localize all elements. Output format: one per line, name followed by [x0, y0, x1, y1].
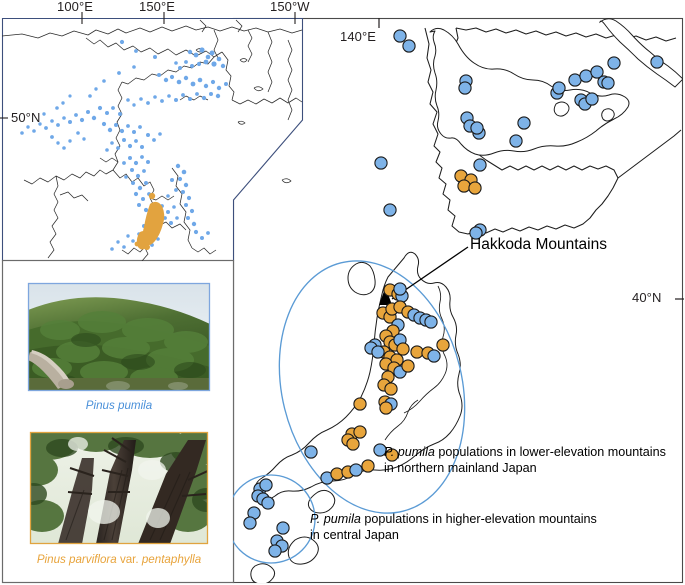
- fallen-log: [28, 350, 74, 389]
- legend-northern-line1: populations in lower-elevation mountains: [434, 445, 666, 459]
- parviflora-genus-species: Pinus parviflora: [36, 553, 117, 566]
- marker-parviflora: [361, 459, 375, 473]
- marker-pumila: [470, 121, 484, 135]
- marker-pumila: [259, 478, 273, 492]
- pinus-pumila-photo: [27, 282, 211, 392]
- marker-pumila: [607, 56, 621, 70]
- marker-pumila: [371, 345, 385, 359]
- marker-pumila: [458, 81, 472, 95]
- inset-axis-ticks: [0, 12, 296, 119]
- legend-central-japan: P. pumila populations in higher-elevatio…: [310, 512, 597, 543]
- marker-parviflora: [346, 437, 360, 451]
- branches: [67, 437, 208, 497]
- marker-pumila: [268, 544, 282, 558]
- marker-pumila: [349, 463, 363, 477]
- marker-pumila: [601, 76, 615, 90]
- parviflora-caption: Pinus parviflora var. pentaphylla: [18, 553, 220, 566]
- pinus-parviflora-photo: [29, 431, 209, 545]
- marker-pumila: [517, 116, 531, 130]
- marker-pumila: [304, 445, 318, 459]
- legend-central-species: P. pumila: [310, 512, 361, 526]
- marker-pumila: [261, 496, 275, 510]
- marker-pumila: [585, 92, 599, 106]
- pacific-coast-detail: [384, 285, 448, 441]
- main-axis-ticks: [378, 18, 684, 300]
- inset-ytick-50N: 50°N: [11, 110, 41, 125]
- marker-parviflora: [385, 448, 399, 462]
- marker-pumila: [552, 81, 566, 95]
- inset-map-content: [2, 19, 303, 261]
- marker-parviflora: [384, 382, 398, 396]
- marker-pumila: [473, 158, 487, 172]
- pumila-caption: Pinus pumila: [28, 399, 210, 412]
- legend-northern-species: P. pumila: [384, 445, 435, 459]
- marker-pumila: [402, 39, 416, 53]
- marker-parviflora: [396, 342, 410, 356]
- main-ytick-40N: 40°N: [632, 290, 662, 305]
- main-xtick-140E: 140°E: [340, 29, 377, 44]
- inset-xtick-100E: 100°E: [57, 0, 94, 14]
- marker-pumila: [427, 349, 441, 363]
- group-ellipse-northern: [278, 260, 466, 514]
- marker-pumila: [383, 203, 397, 217]
- marker-parviflora: [457, 179, 471, 193]
- marker-pumila: [590, 65, 604, 79]
- legend-northern-line2: in northern mainland Japan: [384, 460, 537, 475]
- marker-pumila: [276, 521, 290, 535]
- legend-northern-mainland: P. pumila populations in lower-elevation…: [384, 445, 666, 476]
- marker-parviflora: [410, 345, 424, 359]
- legend-central-line1: populations in higher-elevation mountain…: [360, 512, 597, 526]
- inset-parviflora-range: [134, 192, 165, 250]
- main-map-content: [233, 18, 683, 583]
- parviflora-variety: pentaphylla: [141, 553, 202, 566]
- marker-pumila: [243, 516, 257, 530]
- marker-pumila: [393, 282, 407, 296]
- marker-pumila: [373, 443, 387, 457]
- marker-pumila: [579, 69, 593, 83]
- hakkoda-mountains-label: Hakkoda Mountains: [470, 236, 607, 253]
- marker-pumila: [393, 29, 407, 43]
- marker-pumila: [424, 315, 438, 329]
- group-ellipse-central: [233, 474, 316, 564]
- legend-central-line2: in central Japan: [310, 527, 399, 542]
- marker-parviflora: [436, 338, 450, 352]
- marker-parviflora: [353, 397, 367, 411]
- kuril-islands: [553, 18, 683, 122]
- marker-parviflora: [353, 425, 367, 439]
- marker-pumila: [469, 226, 483, 240]
- inset-coastlines: [2, 19, 303, 261]
- marker-parviflora: [468, 181, 482, 195]
- marker-pumila: [650, 55, 664, 69]
- pumila-caption-text: Pinus pumila: [85, 399, 153, 412]
- inset-xtick-150W: 150°W: [270, 0, 310, 14]
- marker-pumila: [568, 73, 582, 87]
- marker-parviflora: [330, 467, 344, 481]
- population-markers: [243, 29, 664, 558]
- marker-parviflora: [401, 359, 415, 373]
- trunk-left: [58, 458, 94, 544]
- marker-pumila: [374, 156, 388, 170]
- marker-pumila: [509, 134, 523, 148]
- marker-parviflora: [379, 401, 393, 415]
- parviflora-var-abbrev: var.: [116, 553, 142, 566]
- inset-xtick-150E: 150°E: [139, 0, 176, 14]
